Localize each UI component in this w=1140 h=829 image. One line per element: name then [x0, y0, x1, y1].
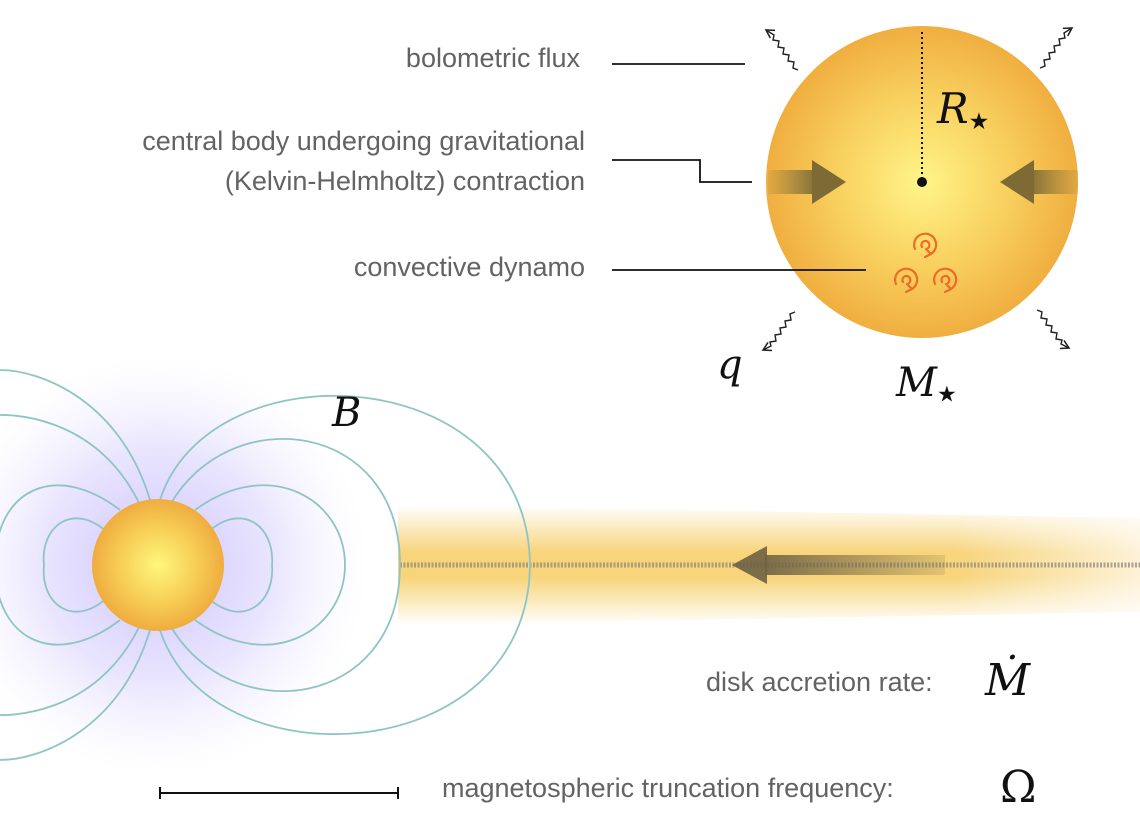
magnetic-field-lines [0, 369, 531, 761]
wavy-arrow-icon [1039, 27, 1074, 69]
truncation-radius-scale-bar [159, 787, 399, 799]
inward-arrow-icon [768, 160, 846, 204]
wavy-arrow-icon [761, 311, 796, 352]
wavy-arrow-icon [764, 29, 799, 71]
wavy-arrow-icon [1036, 309, 1071, 350]
left-arrow-icon [732, 546, 945, 584]
bolometric-flux-label: bolometric flux [405, 43, 580, 73]
field-symbol: B [332, 390, 362, 436]
contraction-label-line1: central body undergoing gravitational [142, 126, 585, 156]
leader-lines [612, 63, 866, 271]
inward-arrow-icon [1000, 160, 1078, 204]
accretion-rate-symbol: Ṁ [985, 655, 1031, 706]
magnetized-star [92, 499, 224, 631]
contraction-label-line2: (Kelvin-Helmholtz) contraction [224, 166, 585, 196]
center-point [917, 177, 927, 187]
swirl-icon [894, 232, 958, 294]
heat-symbol: q [717, 342, 743, 388]
disk-accretion-rate-label: disk accretion rate: [706, 667, 933, 697]
mass-symbol: M★ [896, 360, 957, 408]
convective-dynamo-label: convective dynamo [353, 252, 585, 282]
frequency-symbol: Ω [1000, 762, 1037, 813]
truncation-frequency-label: magnetospheric truncation frequency: [442, 773, 894, 803]
radius-symbol: R★ [937, 84, 990, 135]
